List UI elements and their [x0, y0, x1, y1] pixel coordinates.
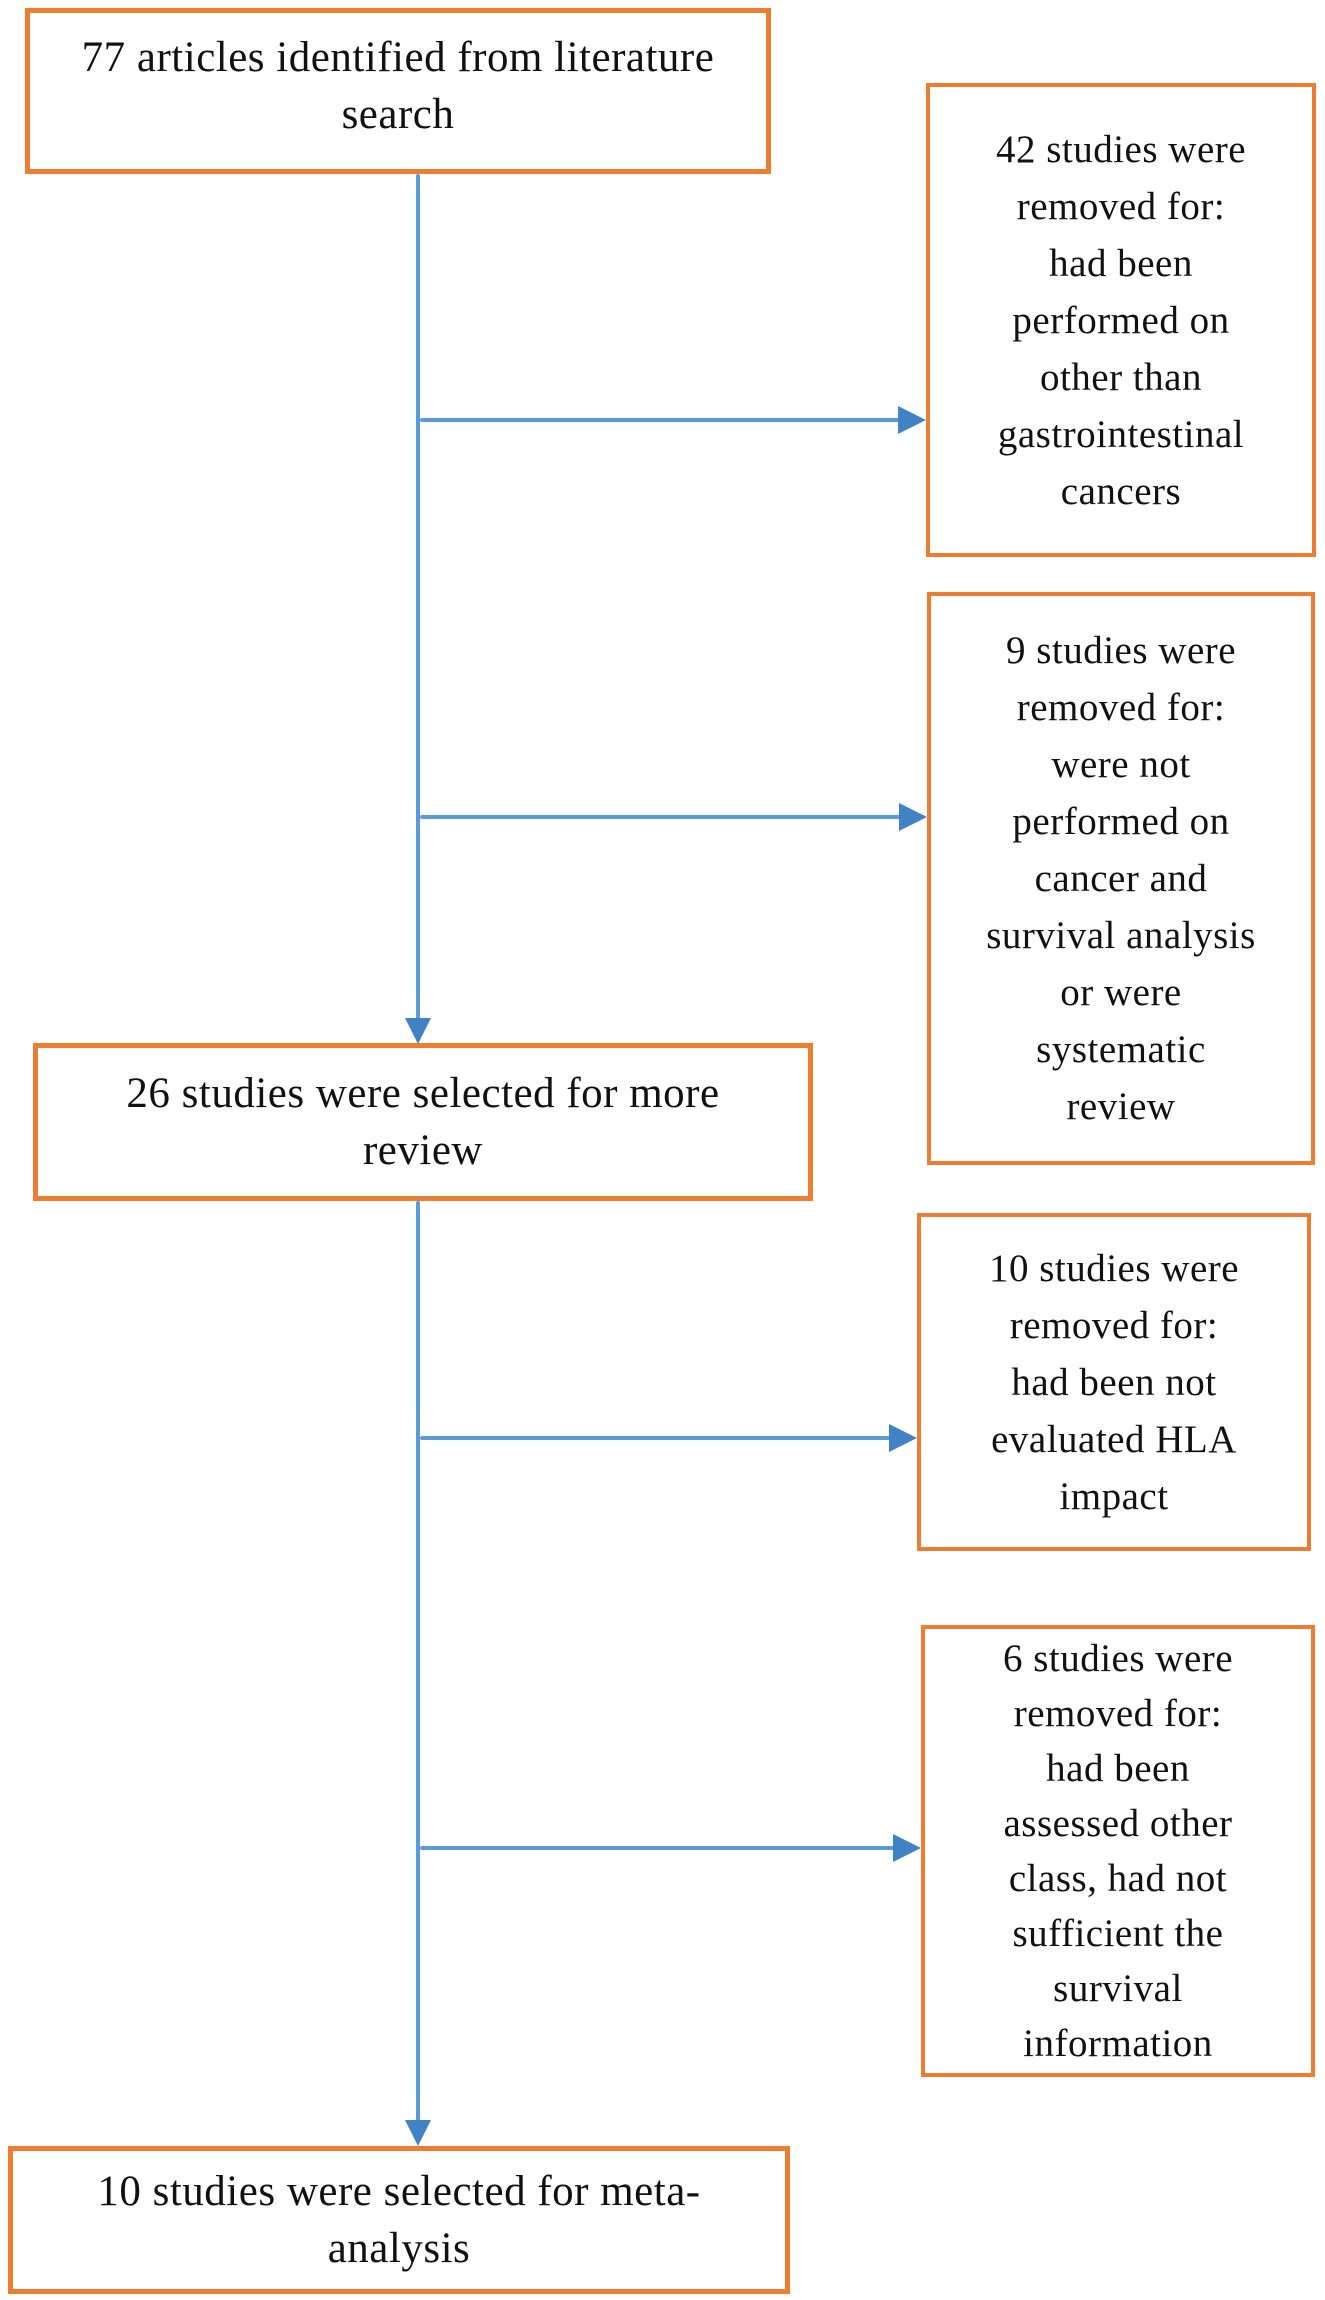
flow-box-articles-identified: 77 articles identified from literature s… — [25, 8, 771, 174]
connector-branch-excluded-other-class — [420, 1846, 895, 1850]
arrowhead-down-meta-icon — [405, 2120, 431, 2146]
connector-branch-excluded-hla-impact — [420, 1436, 891, 1440]
flow-box-selected-for-meta-analysis: 10 studies were selected for meta- analy… — [8, 2146, 790, 2294]
flow-box-selected-for-review-text: 26 studies were selected for more review — [126, 1070, 720, 1174]
arrowhead-right-not-survival-icon — [899, 803, 927, 831]
arrowhead-right-other-cancers-icon — [898, 406, 926, 434]
flow-box-excluded-other-class: 6 studies were removed for: had been ass… — [921, 1625, 1315, 2077]
connector-identified-to-review — [416, 174, 420, 1020]
arrowhead-down-review-icon — [405, 1018, 431, 1044]
flow-box-excluded-other-class-text: 6 studies were removed for: had been ass… — [1002, 1637, 1234, 2065]
connector-branch-excluded-not-survival — [420, 815, 901, 819]
arrowhead-right-hla-impact-icon — [889, 1424, 917, 1452]
flow-box-selected-for-meta-analysis-text: 10 studies were selected for meta- analy… — [97, 2168, 701, 2272]
flow-box-excluded-hla-impact-text: 10 studies were removed for: had been no… — [988, 1246, 1240, 1518]
connector-review-to-meta — [416, 1201, 420, 2122]
flow-box-articles-identified-text: 77 articles identified from literature s… — [81, 34, 715, 138]
flow-box-excluded-not-survival-text: 9 studies were removed for: were not per… — [986, 629, 1256, 1128]
flow-box-excluded-hla-impact: 10 studies were removed for: had been no… — [917, 1213, 1311, 1551]
flow-box-excluded-not-survival: 9 studies were removed for: were not per… — [927, 592, 1315, 1165]
arrowhead-right-other-class-icon — [893, 1834, 921, 1862]
flow-box-selected-for-review: 26 studies were selected for more review — [33, 1043, 813, 1201]
flow-box-excluded-other-cancers-text: 42 studies were removed for: had been pe… — [995, 127, 1247, 513]
flow-box-excluded-other-cancers: 42 studies were removed for: had been pe… — [926, 83, 1316, 557]
connector-branch-excluded-other-cancers — [420, 418, 900, 422]
